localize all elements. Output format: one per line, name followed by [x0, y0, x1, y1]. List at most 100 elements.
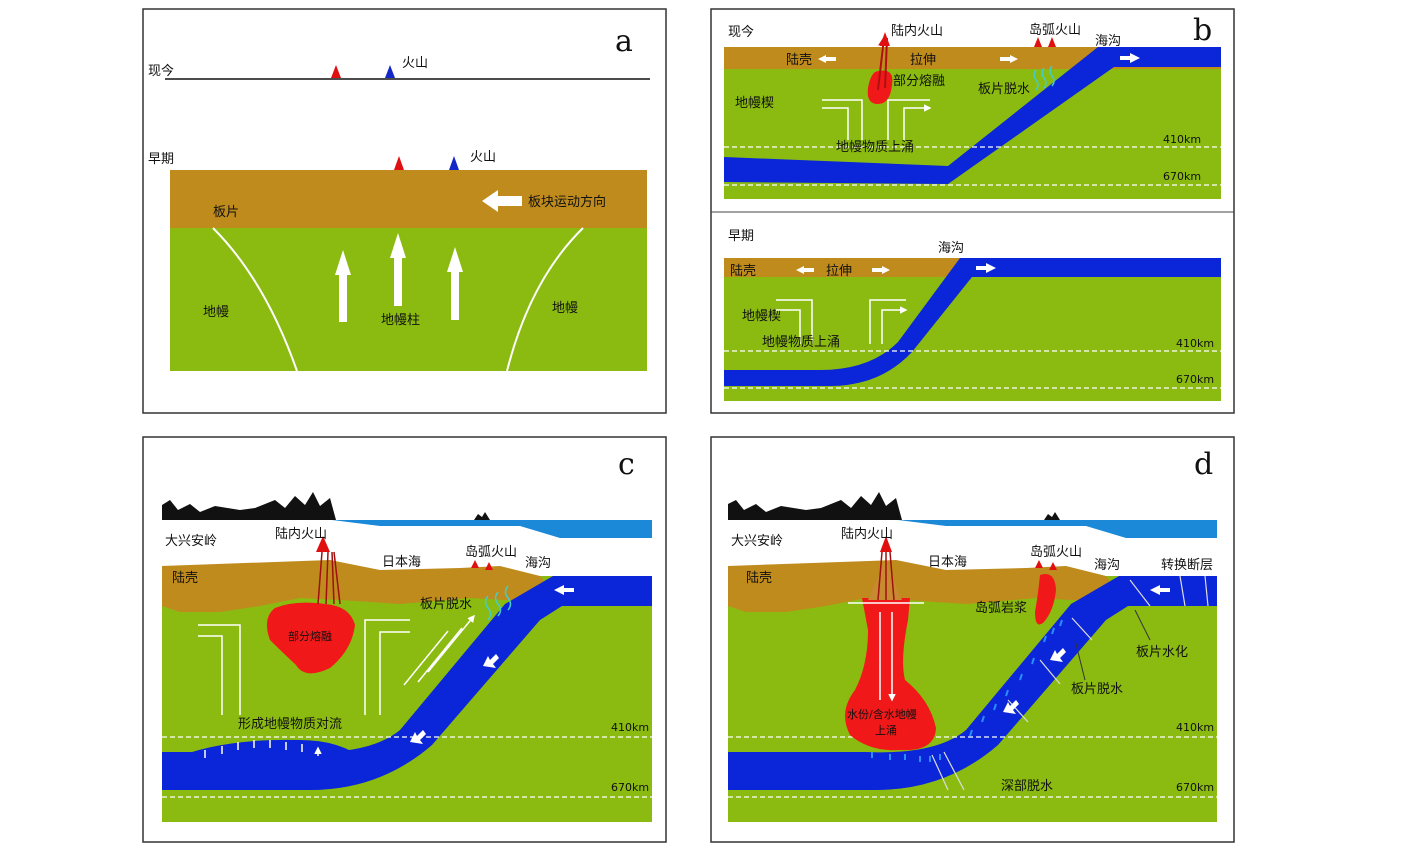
- depth-410-early-label: 410km: [1176, 337, 1214, 350]
- wet-mantle-upwelling: [845, 598, 936, 751]
- panel-a-letter: a: [615, 24, 633, 59]
- depth-670-label: 670km: [1176, 781, 1214, 794]
- extension-arrow-left-icon: [818, 55, 836, 63]
- mantle-boundary-right: [506, 227, 584, 372]
- leader-lines: [1074, 609, 1151, 681]
- intraplate-volcano-icon: [316, 536, 330, 552]
- melt-conduit: [884, 37, 888, 89]
- melt-conduits: [877, 551, 895, 601]
- continental-crust-label: 陆壳: [746, 570, 772, 586]
- island-arc-topography: [1044, 512, 1060, 520]
- plume-arrow-icon: [390, 233, 406, 306]
- subducting-slab: [162, 576, 652, 790]
- arc-volcano-label: 岛弧火山: [1029, 22, 1081, 38]
- mantle-upwelling-label: 地幔物质上涌: [836, 140, 914, 155]
- arc-volcano-label: 岛弧火山: [465, 544, 517, 560]
- slab-dehydration-label: 板片脱水: [1071, 682, 1123, 697]
- upwelling-label-line1: 水份/含水地幔: [847, 707, 917, 721]
- continental-crust-label: 陆壳: [786, 52, 812, 68]
- slab-motion-arrow-icon: [1120, 53, 1140, 63]
- continental-crust: [162, 560, 560, 612]
- arc-volcano-icon: [1035, 560, 1043, 568]
- plume-arrow-icon: [447, 247, 463, 320]
- plate-label: 板片: [213, 205, 239, 220]
- depth-670-label: 670km: [611, 781, 649, 794]
- trench-label: 海沟: [1094, 558, 1120, 573]
- subducting-slab: [724, 258, 1221, 386]
- panel-c: c 大兴安岭 陆内火山 日本海 岛弧火山 海沟 陆壳 部分熔融 板片脱水 形成地…: [142, 436, 667, 843]
- convection-arrows: [198, 616, 474, 715]
- dehydration-dots: [871, 619, 1063, 762]
- panel-d-letter: d: [1194, 447, 1213, 482]
- mantle-upwelling-early-label: 地幔物质上涌: [762, 335, 840, 350]
- slab-motion-arrow-icon: [1150, 585, 1170, 595]
- extension-arrow-right-icon: [1000, 55, 1018, 63]
- upwelling-arrows: [776, 299, 906, 344]
- mantle-wedge-label: 地幔楔: [735, 96, 774, 111]
- subducting-slab: [728, 576, 1217, 790]
- slab-dehydration-label: 板片脱水: [420, 597, 472, 612]
- subducting-slab: [724, 47, 1221, 184]
- arc-volcano-icon: [1034, 37, 1042, 47]
- plate-motion-arrow-icon: [482, 190, 522, 212]
- island-arc-topography: [474, 512, 490, 520]
- plate-layer: [170, 170, 647, 228]
- partial-melting-label: 部分熔融: [288, 629, 332, 643]
- mantle-convection-label: 形成地幔物质对流: [238, 717, 342, 732]
- daxinganling-label: 大兴安岭: [165, 534, 217, 549]
- sea-water: [898, 520, 1217, 538]
- slab-hydration-label: 板片水化: [1136, 645, 1188, 660]
- panel-a: a 现今 火山 早期 火山 板片 板块运动方向 地幔 地幔柱 地幔: [142, 8, 667, 414]
- volcano-blue-icon: [449, 156, 459, 170]
- continental-crust-early-label: 陆壳: [730, 263, 756, 279]
- depth-670-label: 670km: [1163, 170, 1201, 183]
- transform-fault-lines: [931, 575, 1209, 791]
- slab-motion-arrow-icon: [1003, 700, 1019, 714]
- panel-b-letter: b: [1193, 13, 1212, 48]
- lateral-spread-arrows: [848, 602, 924, 700]
- mantle-left-label: 地幔: [203, 305, 229, 320]
- slab-motion-arrow-icon: [1050, 648, 1066, 662]
- intraplate-volcano-icon: [880, 536, 892, 552]
- intraplate-volcano-label: 陆内火山: [891, 23, 943, 39]
- panel-c-letter: c: [618, 447, 635, 482]
- volcano-red-icon: [394, 156, 404, 170]
- trench-label: 海沟: [525, 556, 551, 571]
- melt-conduits: [317, 551, 341, 605]
- continental-crust-label: 陆壳: [172, 570, 198, 586]
- partial-melt-blob: [266, 602, 355, 674]
- depth-410-label: 410km: [611, 721, 649, 734]
- slab-motion-arrow-icon: [976, 263, 996, 273]
- extension-label: 拉伸: [910, 53, 936, 68]
- deep-dehydration-label: 深部脱水: [1001, 779, 1053, 794]
- upwelling-spots: [204, 740, 318, 758]
- arc-volcano-icon: [485, 562, 493, 570]
- upwelling-label-line2: 上涌: [875, 724, 897, 737]
- plate-motion-label: 板块运动方向: [528, 194, 606, 210]
- volcano-red-icon: [331, 65, 341, 78]
- japan-sea-label: 日本海: [928, 555, 967, 570]
- daxinganling-label: 大兴安岭: [731, 534, 783, 549]
- arc-magma-body: [1035, 574, 1056, 625]
- transform-fault-label: 转换断层: [1161, 558, 1213, 573]
- slab-dehydration-label: 板片脱水: [978, 82, 1030, 97]
- upwelling-arrows: [822, 99, 930, 140]
- mantle-boundary-left: [212, 227, 298, 372]
- depth-410-label: 410km: [1163, 133, 1201, 146]
- slab-motion-arrow-icon: [410, 730, 426, 744]
- trench-label: 海沟: [1095, 34, 1121, 49]
- melt-conduit: [877, 36, 889, 91]
- trench-early-label: 海沟: [938, 241, 964, 256]
- slab-motion-arrow-icon: [554, 585, 574, 595]
- extension-arrow-right-icon: [872, 266, 890, 274]
- present-label: 现今: [728, 24, 754, 40]
- japan-sea-label: 日本海: [382, 555, 421, 570]
- topography-profile: [162, 492, 336, 520]
- panel-d: d 大兴安岭 陆内火山 日本海 岛弧火山 海沟 转换断层 陆壳 岛弧岩浆 板片水…: [710, 436, 1235, 843]
- present-label: 现今: [148, 63, 174, 79]
- intraplate-volcano-label: 陆内火山: [841, 526, 893, 542]
- plume-arrow-icon: [335, 250, 351, 322]
- volcano-early-label: 火山: [470, 150, 496, 165]
- panel-b: b 现今 陆内火山 岛弧火山 海沟 陆壳 拉伸 部分熔融 板片脱水 地幔楔 地幔…: [710, 8, 1235, 414]
- volcano-present-label: 火山: [402, 56, 428, 71]
